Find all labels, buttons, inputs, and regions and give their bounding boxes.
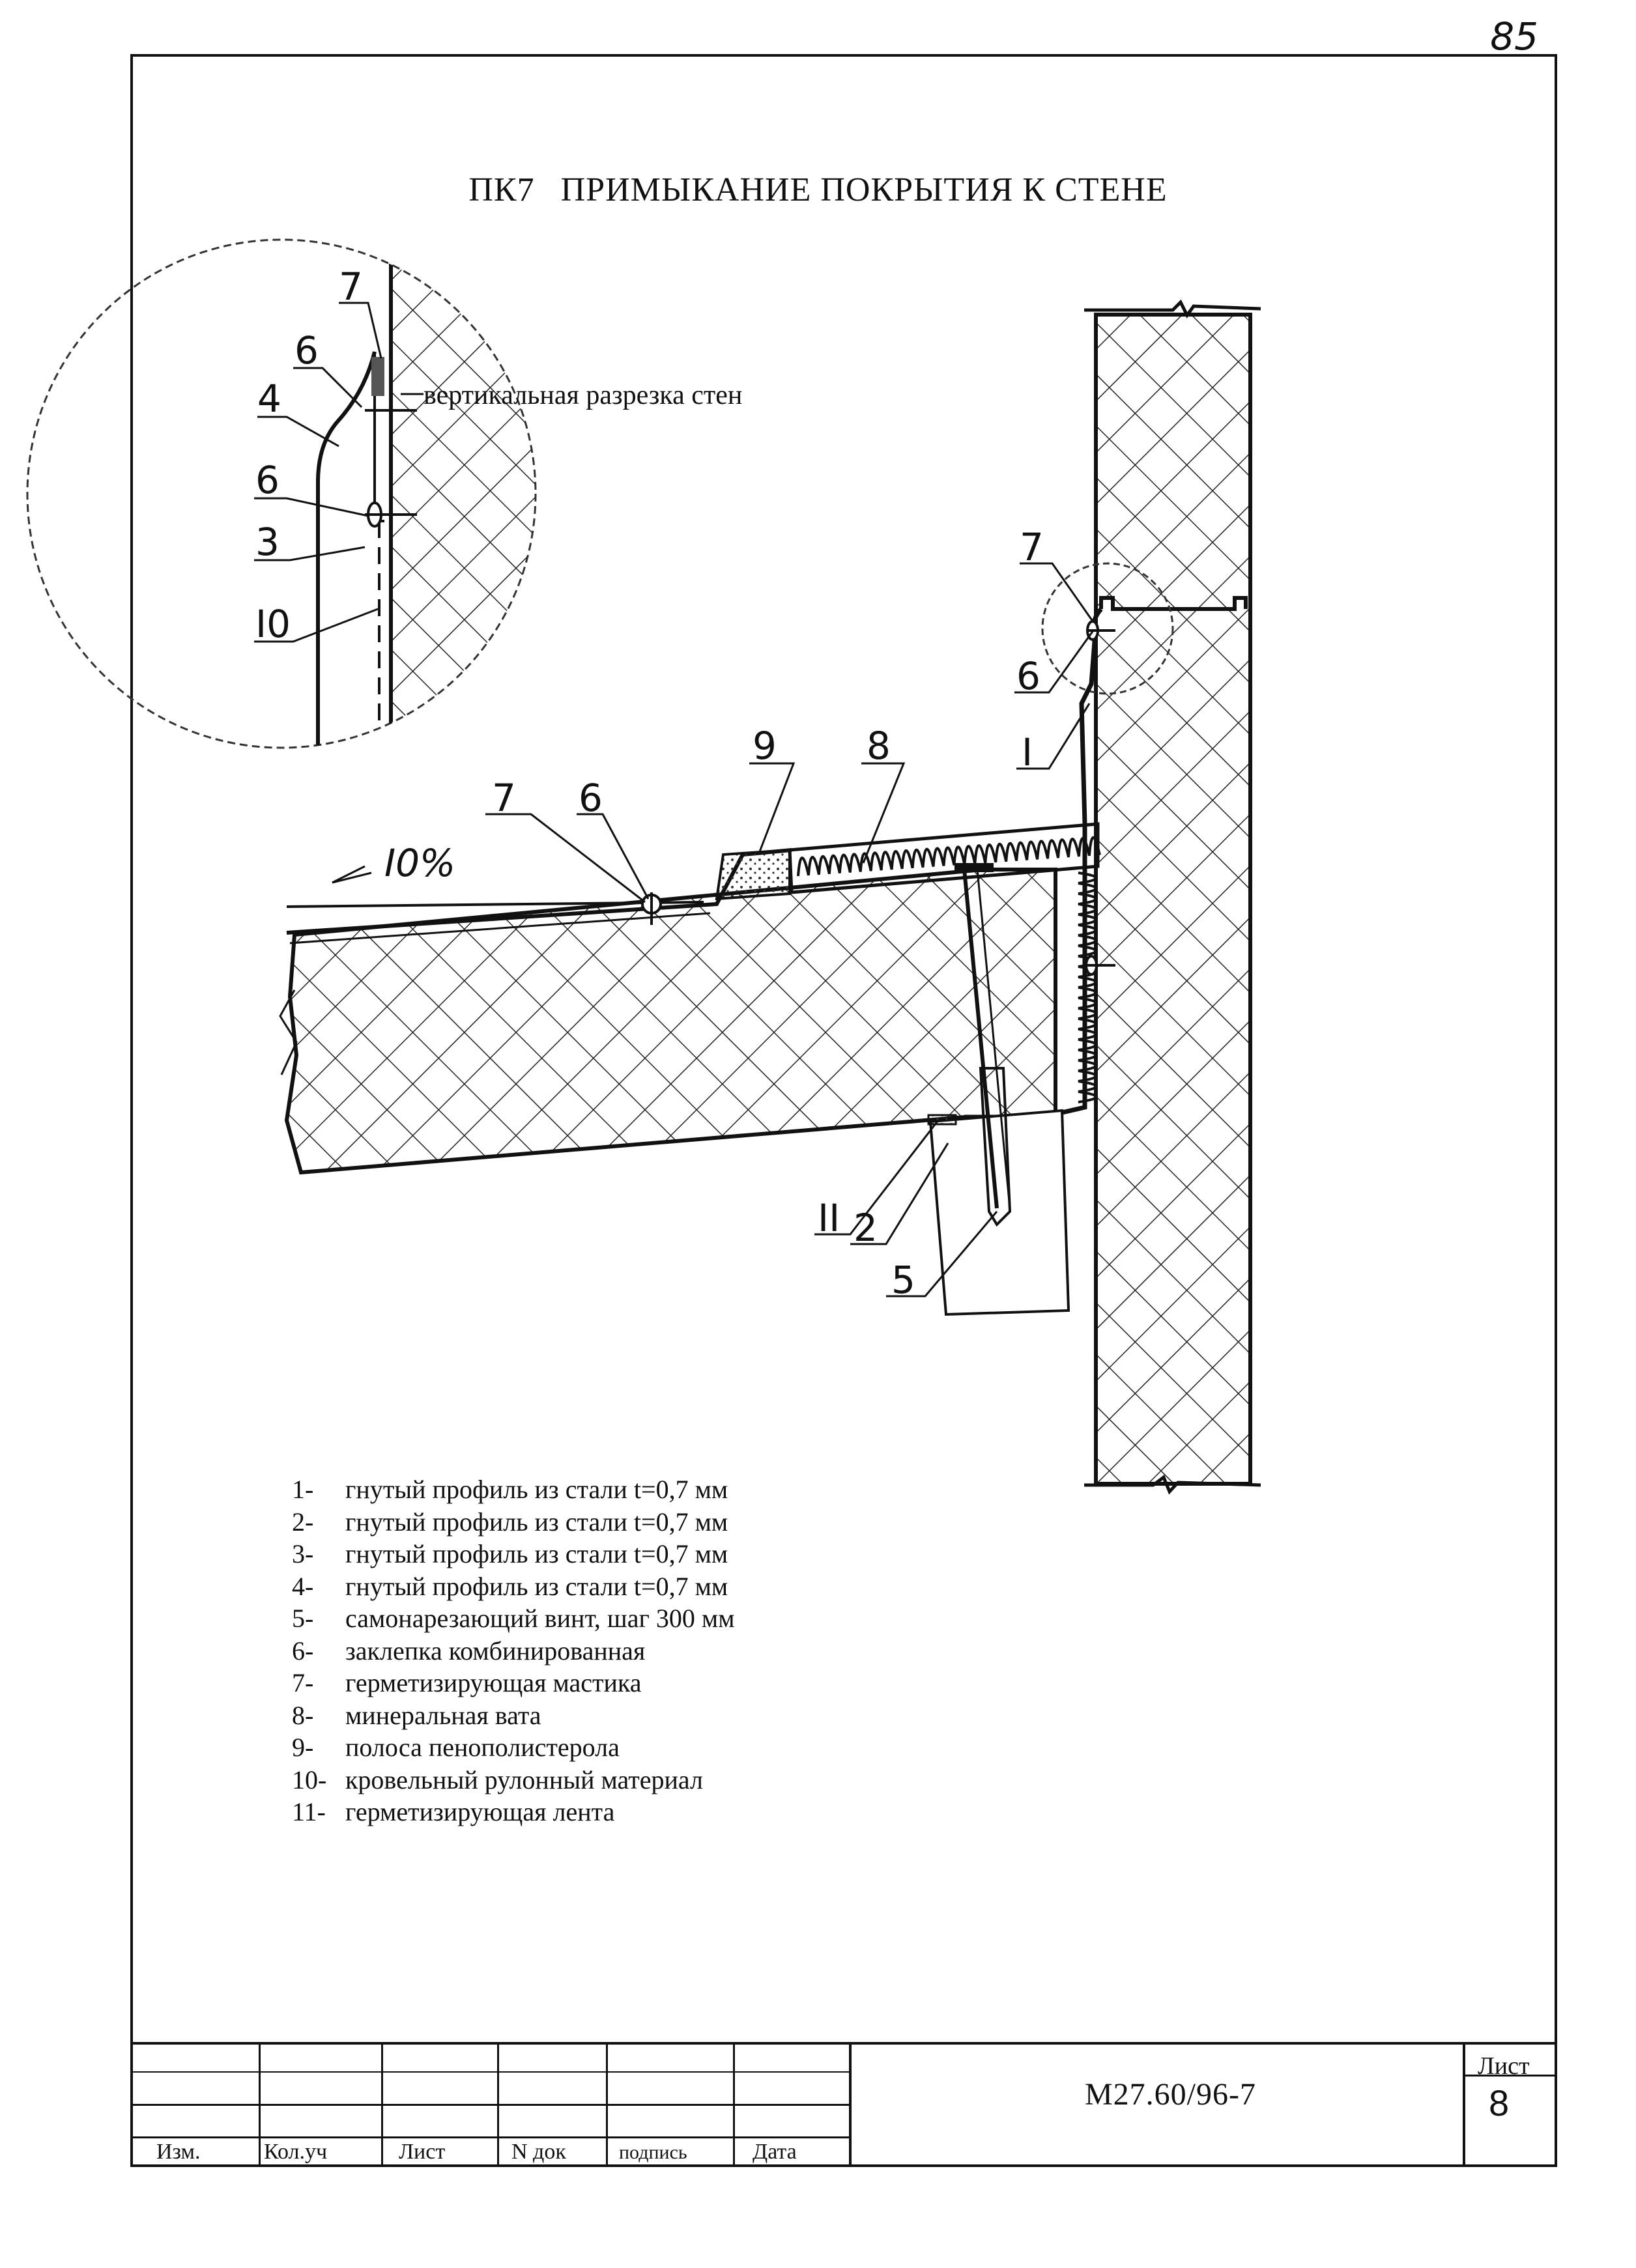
- detail-callout-7: 7: [339, 264, 363, 309]
- callout-6-roof: 6: [579, 776, 603, 820]
- drawing-title-text: ПРИМЫКАНИЕ ПОКРЫТИЯ К СТЕНЕ: [560, 171, 1168, 208]
- legend-item: 3- гнутый профиль из стали t=0,7 мм: [292, 1538, 735, 1570]
- main-leaders: [332, 562, 1095, 1297]
- legend-item: 4- гнутый профиль из стали t=0,7 мм: [292, 1570, 735, 1603]
- detail-callout-6-top: 6: [294, 328, 319, 373]
- legend-number: 2-: [292, 1507, 314, 1537]
- legend-text: минеральная вата: [345, 1700, 541, 1730]
- callout-6-wall: 6: [1016, 654, 1040, 698]
- callout-9-strip: 9: [753, 724, 777, 768]
- sheet-number: 8: [1489, 2082, 1510, 2123]
- legend-item: 1- гнутый профиль из стали t=0,7 мм: [292, 1473, 735, 1506]
- legend-item: 9- полоса пенополистерола: [292, 1731, 735, 1764]
- legend-text: герметизирующая мастика: [345, 1668, 642, 1697]
- slope-label: I0%: [384, 841, 455, 885]
- legend-number: 5-: [292, 1604, 314, 1633]
- detail-callout-6-mid: 6: [255, 458, 280, 502]
- legend-number: 9-: [292, 1733, 314, 1762]
- legend-text: гнутый профиль из стали t=0,7 мм: [345, 1475, 728, 1504]
- roof-panel: [279, 848, 1057, 1175]
- legend-text: заклепка комбинированная: [345, 1636, 646, 1666]
- legend-text: гнутый профиль из стали t=0,7 мм: [345, 1507, 728, 1537]
- legend-item: 10- кровельный рулонный материал: [292, 1764, 735, 1796]
- legend-item: 2- гнутый профиль из стали t=0,7 мм: [292, 1506, 735, 1538]
- legend-text: полоса пенополистерола: [345, 1733, 620, 1762]
- legend-text: герметизирующая лента: [345, 1797, 615, 1826]
- drawing-title: ПК7 ПРИМЫКАНИЕ ПОКРЫТИЯ К СТЕНЕ: [0, 171, 1636, 209]
- screw-and-support: [927, 863, 1070, 1316]
- legend-number: 1-: [292, 1475, 314, 1504]
- legend-number: 8-: [292, 1700, 314, 1730]
- callout-2-profile: 2: [854, 1206, 878, 1250]
- polystyrene-strip: [715, 848, 791, 901]
- legend-text: кровельный рулонный материал: [345, 1765, 703, 1794]
- callout-7-wall: 7: [1020, 525, 1044, 569]
- legend-number: 11-: [292, 1797, 326, 1826]
- legend-text: гнутый профиль из стали t=0,7 мм: [345, 1539, 728, 1568]
- detail-callout-4: 4: [257, 376, 281, 421]
- rivet-roof: [641, 892, 662, 925]
- sheet-frame: [130, 54, 1557, 2167]
- detail-callout-10: I0: [255, 602, 291, 646]
- detail-leaders: [254, 302, 423, 643]
- legend-number: 3-: [292, 1539, 314, 1568]
- col-header-date: Дата: [753, 2140, 797, 2164]
- callout-5-screw: 5: [891, 1258, 915, 1302]
- callout-8-wool: 8: [867, 724, 891, 768]
- page-number: 85: [1490, 14, 1538, 59]
- legend-item: 8- минеральная вата: [292, 1699, 735, 1732]
- callout-1-flashing: I: [1022, 730, 1033, 774]
- legend-number: 7-: [292, 1668, 314, 1697]
- legend-number: 10-: [292, 1765, 327, 1794]
- legend: 1- гнутый профиль из стали t=0,7 мм 2- гну…: [292, 1473, 735, 1828]
- construction-detail-drawing: 7 6 I 9 8 7 6 I0% II 2 5: [26, 238, 1261, 1495]
- legend-text: самонарезающий винт, шаг 300 мм: [345, 1604, 735, 1633]
- drawing-code: ПК7: [468, 171, 535, 208]
- detail-callout-3: 3: [255, 520, 280, 564]
- legend-number: 4-: [292, 1571, 314, 1601]
- callout-7-roof: 7: [492, 776, 516, 820]
- sheet-label: Лист: [1478, 2052, 1530, 2080]
- legend-item: 5- самонарезающий винт, шаг 300 мм: [292, 1602, 735, 1635]
- col-header-doc-number: N док: [511, 2140, 566, 2164]
- detail-note: вертикальная разрезка стен: [423, 380, 742, 410]
- legend-item: 7- герметизирующая мастика: [292, 1667, 735, 1699]
- document-code: М27.60/96-7: [1085, 2077, 1256, 2112]
- legend-item: 6- заклепка комбинированная: [292, 1635, 735, 1667]
- detail-marker-circle: [1041, 562, 1174, 695]
- col-header-sheet: Лист: [399, 2140, 446, 2164]
- wall-panel: [1084, 299, 1261, 1495]
- legend-text: гнутый профиль из стали t=0,7 мм: [345, 1571, 728, 1601]
- col-header-count: Кол.уч: [264, 2140, 328, 2164]
- legend-number: 6-: [292, 1636, 314, 1666]
- legend-item: 11- герметизирующая лента: [292, 1796, 735, 1828]
- col-header-signature: подпись: [619, 2142, 687, 2163]
- callout-11-tape: II: [818, 1196, 840, 1240]
- col-header-change: Изм.: [156, 2140, 201, 2164]
- mineral-wool: [788, 822, 1101, 1103]
